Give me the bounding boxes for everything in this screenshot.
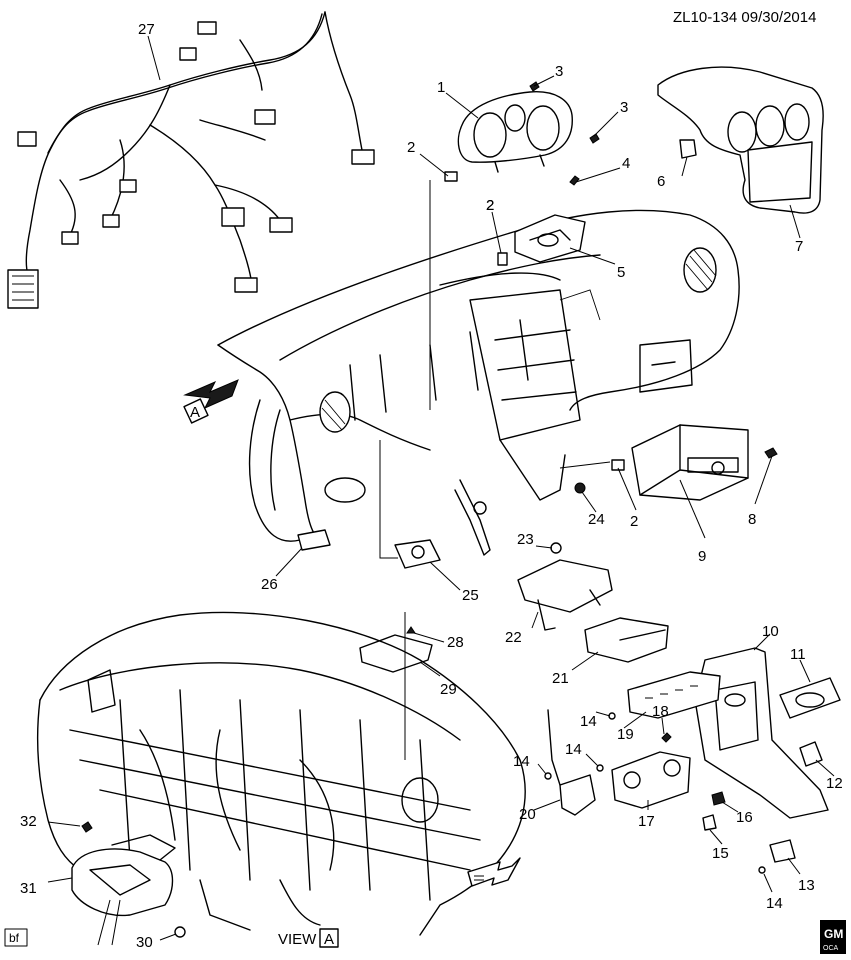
callout-28: 28 xyxy=(447,634,464,651)
screw-icon xyxy=(569,175,580,186)
instrument-panel-lower-view-illustration xyxy=(36,611,526,936)
callout-25: 25 xyxy=(462,587,479,604)
part-13-switch xyxy=(769,839,796,863)
callout-2: 2 xyxy=(630,513,638,530)
screw-icon xyxy=(406,626,416,634)
callout-23: 23 xyxy=(517,531,534,548)
leader-lines xyxy=(47,35,835,946)
callout-2: 2 xyxy=(486,197,494,214)
callout-9: 9 xyxy=(698,548,706,565)
callout-1: 1 xyxy=(437,79,445,96)
nut-icon xyxy=(550,542,562,554)
part-10-console-bezel xyxy=(694,647,829,819)
part-9-radio xyxy=(631,424,749,501)
part-22-bracket xyxy=(517,559,613,631)
callout-16: 16 xyxy=(736,809,753,826)
screw-icon xyxy=(81,821,93,833)
callout-26: 26 xyxy=(261,576,278,593)
part-7-trim-plate xyxy=(657,66,824,214)
callout-6: 6 xyxy=(657,173,665,190)
part-17-hvac-control xyxy=(611,751,691,809)
clip-icon xyxy=(444,171,508,266)
gm-logo: GM OCA xyxy=(820,920,846,954)
part-29-module xyxy=(359,634,433,673)
svg-text:bf: bf xyxy=(9,931,20,945)
part-19-control xyxy=(627,671,721,719)
part-21-module xyxy=(584,617,669,663)
callout-32: 32 xyxy=(20,813,37,830)
svg-text:VIEW: VIEW xyxy=(278,931,317,948)
callout-13: 13 xyxy=(798,877,815,894)
callout-22: 22 xyxy=(505,629,522,646)
part-16-clip xyxy=(711,791,726,806)
part-11-trim xyxy=(779,677,841,719)
part-5-switch xyxy=(514,214,586,263)
part-26-switch xyxy=(297,529,331,551)
callout-19: 19 xyxy=(617,726,634,743)
callout-14: 14 xyxy=(565,741,582,758)
callout-4: 4 xyxy=(622,155,630,172)
svg-text:GM: GM xyxy=(824,927,843,941)
callout-2: 2 xyxy=(486,197,494,214)
svg-text:A: A xyxy=(190,404,200,421)
callout-14: 14 xyxy=(580,713,597,730)
nut-icon xyxy=(758,866,766,874)
nut-icon xyxy=(174,926,186,938)
callout-17: 17 xyxy=(638,813,655,830)
callout-12: 12 xyxy=(826,775,843,792)
clip-icon xyxy=(611,459,625,471)
nut-icon xyxy=(596,764,604,772)
callout-15: 15 xyxy=(712,845,729,862)
wiring-harness-illustration xyxy=(7,11,375,309)
callout-7: 7 xyxy=(795,238,803,255)
part-25-headlamp-switch xyxy=(394,539,441,569)
callout-31: 31 xyxy=(20,880,37,897)
part-20-bracket xyxy=(547,709,596,816)
part-15-clip xyxy=(702,814,717,831)
footer-tag: bf xyxy=(4,928,28,947)
svg-text:A: A xyxy=(324,931,334,948)
callout-21: 21 xyxy=(552,670,569,687)
nut-icon xyxy=(544,772,552,780)
screw-icon xyxy=(661,732,672,743)
part-1-cluster-bezel xyxy=(457,91,573,173)
screw-icon xyxy=(764,447,778,459)
instrument-panel-upper-illustration xyxy=(217,209,740,556)
callout-14: 14 xyxy=(766,895,783,912)
callout-11: 11 xyxy=(790,646,806,663)
callout-8: 8 xyxy=(748,511,756,528)
front-direction-arrow xyxy=(467,857,521,887)
callout-24: 24 xyxy=(588,511,605,528)
diagram-code: ZL10-134 09/30/2014 xyxy=(673,9,816,26)
callout-27: 27 xyxy=(138,21,155,38)
svg-text:OCA: OCA xyxy=(823,945,839,952)
callout-3: 3 xyxy=(555,63,563,80)
part-31-storage xyxy=(71,834,176,917)
callout-18: 18 xyxy=(652,703,669,720)
view-a-arrow-marker: A xyxy=(183,379,239,424)
callout-20: 20 xyxy=(519,806,536,823)
callout-3: 3 xyxy=(620,99,628,116)
callout-30: 30 xyxy=(136,934,153,951)
callout-29: 29 xyxy=(440,681,457,698)
part-6-clip xyxy=(679,139,697,159)
callout-2: 2 xyxy=(407,139,415,156)
callout-14: 14 xyxy=(513,753,530,770)
nut-icon xyxy=(574,482,586,494)
callout-labels: 1 2 3 3 2 4 2 5 6 7 8 2 9 24 23 27 26 25… xyxy=(20,21,843,951)
view-a-label: VIEW A xyxy=(278,928,339,948)
callout-5: 5 xyxy=(617,264,625,281)
callout-10: 10 xyxy=(762,623,779,640)
